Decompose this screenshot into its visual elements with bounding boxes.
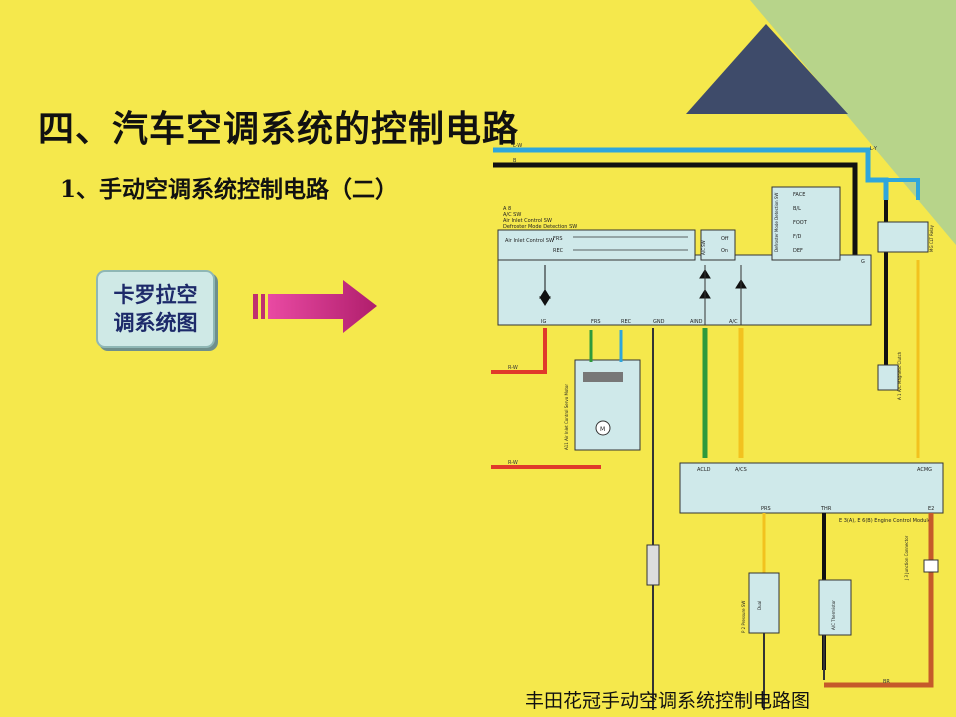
ecu-pin-e2: E2: [928, 506, 934, 512]
navy-triangle-shape: [686, 24, 848, 114]
junction-connector: [923, 559, 939, 573]
wire-red-1: [491, 328, 547, 374]
pressure-switch-box: [748, 572, 780, 634]
thermistor-label: A/C Thermistor: [831, 600, 836, 630]
panel-label-3: Air Inlet Control SW: [503, 218, 552, 224]
wire-black-top: [493, 162, 858, 260]
thermistor-box: [818, 579, 852, 636]
ecu-name: E 3(A), E 6(B) Engine Control Module: [839, 518, 931, 524]
slide-subtitle: 1、手动空调系统控制电路（二）: [60, 176, 399, 203]
wire-blue: [493, 147, 889, 200]
ecu-box: [679, 462, 944, 514]
mode-row-face: FACE: [793, 192, 805, 198]
ecu-pin-acld: ACLD: [697, 467, 711, 473]
ac-row-off: Off: [721, 236, 729, 242]
clutch-label: A 1 A/C Magnetic Clutch: [897, 351, 902, 400]
air-inlet-switch-box: [497, 229, 696, 261]
diagram-caption: 丰田花冠手动空调系统控制电路图: [525, 690, 811, 712]
ac-row-on: On: [721, 248, 728, 254]
mode-row-def: DEF: [793, 248, 803, 254]
pin-ac: A/C: [729, 319, 738, 325]
ecu-pin-prs: PRS: [761, 506, 771, 512]
relay-label: MG CLT Relay: [929, 224, 934, 252]
defroster-label: Defroster Mode Detection SW: [774, 193, 779, 252]
control-panel: [497, 254, 872, 326]
ecu-pin-thr: THR: [820, 506, 832, 512]
defroster-switch-box: [771, 186, 841, 261]
pin-frs: FRS: [591, 319, 601, 325]
corolla-diagram-button[interactable]: 卡罗拉空调系统图: [96, 270, 215, 348]
pin-rec: REC: [621, 319, 632, 325]
air-inlet-label: Air Inlet Control SW: [505, 238, 554, 244]
mode-row-fd: F/D: [793, 234, 802, 240]
ecu-pin-acmg: ACMG: [917, 467, 932, 473]
pin-gnd: GND: [653, 319, 665, 325]
slide-title: 四、汽车空调系统的控制电路: [38, 108, 520, 150]
ac-switch-box: [700, 229, 736, 261]
green-corner-shape: [750, 0, 956, 245]
panel-label-g: G: [861, 259, 865, 265]
sw-row-rec: REC: [553, 248, 564, 254]
pressure-label: P 2 Pressure SW: [741, 601, 746, 633]
panel-label-4: Defroster Mode Detection SW: [503, 224, 577, 230]
mode-row-bl: B/L: [793, 206, 801, 212]
mode-row-foot: FOOT: [793, 220, 808, 226]
wire-code-br: BR: [883, 679, 890, 685]
motor-label: M: [600, 426, 605, 433]
wire-code-lw: L-W: [513, 143, 522, 149]
right-arrow-icon: [253, 280, 377, 333]
relay-box: [877, 221, 929, 253]
pin-aind: AIND: [690, 319, 703, 325]
dual-label: Dual: [757, 601, 762, 610]
panel-label-2: A/C SW: [503, 212, 521, 218]
junction-label: J 3 Junction Connector: [904, 535, 909, 581]
corolla-diagram-button-label: 卡罗拉空调系统图: [113, 282, 198, 335]
sw-row-frs: FRS: [553, 236, 563, 242]
wire-code-ly: L-Y: [870, 146, 878, 152]
wire-code-rw-1: R-W: [508, 365, 518, 371]
ac-sw-label: A/C SW: [701, 240, 706, 255]
clutch-box: [877, 364, 899, 391]
wire-code-b: B: [513, 158, 517, 164]
pin-ig: IG: [541, 319, 546, 325]
circuit-diagram: L-W B A 8 A/C SW Air Inlet Control SW De…: [491, 143, 944, 710]
servo-label: A11 Air Inlet Control Servo Motor: [564, 384, 569, 450]
wire-code-rw-2: R-W: [508, 460, 518, 466]
ecu-pin-acs: A/CS: [735, 467, 747, 473]
panel-label-1: A 8: [503, 206, 511, 212]
